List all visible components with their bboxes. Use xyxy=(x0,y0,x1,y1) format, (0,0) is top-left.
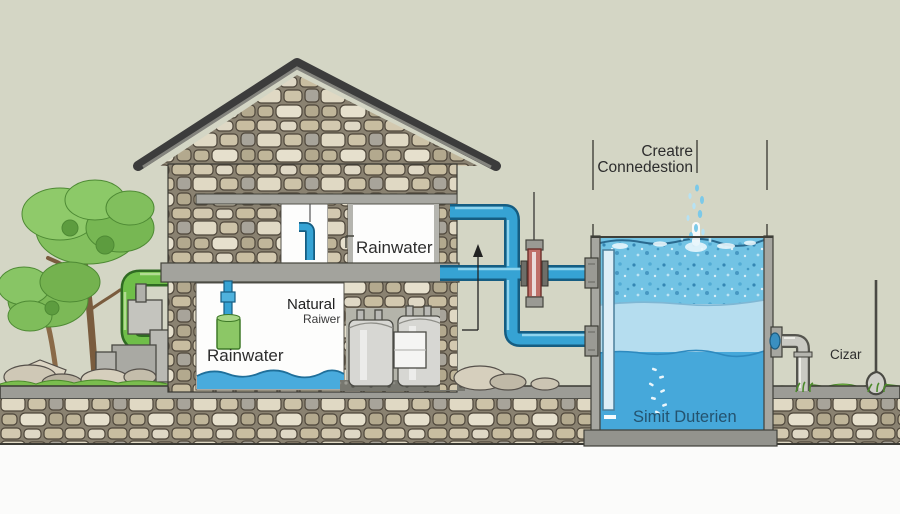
stone-house: Rainwater Rainwater Natural Raiwer xyxy=(133,58,501,393)
connection-label-line1: Creatre xyxy=(641,143,693,160)
main-water-pipe xyxy=(440,206,592,345)
rocks-right xyxy=(453,365,560,391)
pipe-valve xyxy=(520,192,549,308)
storage-tank: Simit Duterien xyxy=(583,184,778,447)
floor-slab xyxy=(160,262,460,283)
basement-unit-label: Rainwater xyxy=(207,346,284,365)
tank-water-bottom-layer xyxy=(600,352,764,432)
inlet-splash xyxy=(680,184,712,252)
ceiling-slab xyxy=(195,193,458,205)
connection-label-line2: Connedestion xyxy=(597,159,693,176)
roof xyxy=(133,58,501,171)
tank-water-middle-layer xyxy=(600,304,764,353)
foreground-band xyxy=(0,445,900,514)
outlet-label: Cizar xyxy=(830,347,862,362)
natural-label-line2: Raiwer xyxy=(303,312,340,326)
bubble-trail xyxy=(648,367,668,415)
upper-room-label: Rainwater xyxy=(356,238,433,257)
natural-label-line1: Natural xyxy=(287,296,335,313)
tree xyxy=(0,179,155,392)
storage-cylinders xyxy=(348,305,443,387)
upper-column xyxy=(328,204,348,264)
tree-foliage xyxy=(0,179,155,332)
inlet-flanges xyxy=(584,257,599,357)
rainwater-unit xyxy=(216,317,241,350)
connection-guide-lines xyxy=(592,140,768,237)
basement-water xyxy=(197,370,344,389)
storage-tank-label: Simit Duterien xyxy=(633,408,737,426)
garden-tool xyxy=(865,280,887,396)
upper-room-left xyxy=(280,203,329,265)
tank-dip-tube xyxy=(602,249,615,411)
upper-room-pipe xyxy=(299,223,314,260)
outlet-pipe xyxy=(782,336,808,391)
house-gable xyxy=(160,75,478,166)
outlet-pipe-assembly xyxy=(769,326,813,391)
connection-label: Creatre Connedestion xyxy=(597,143,693,176)
flow-direction-arrow xyxy=(462,244,483,331)
tank-base xyxy=(583,429,778,447)
foam xyxy=(612,240,756,249)
grass-tufts xyxy=(795,381,888,393)
